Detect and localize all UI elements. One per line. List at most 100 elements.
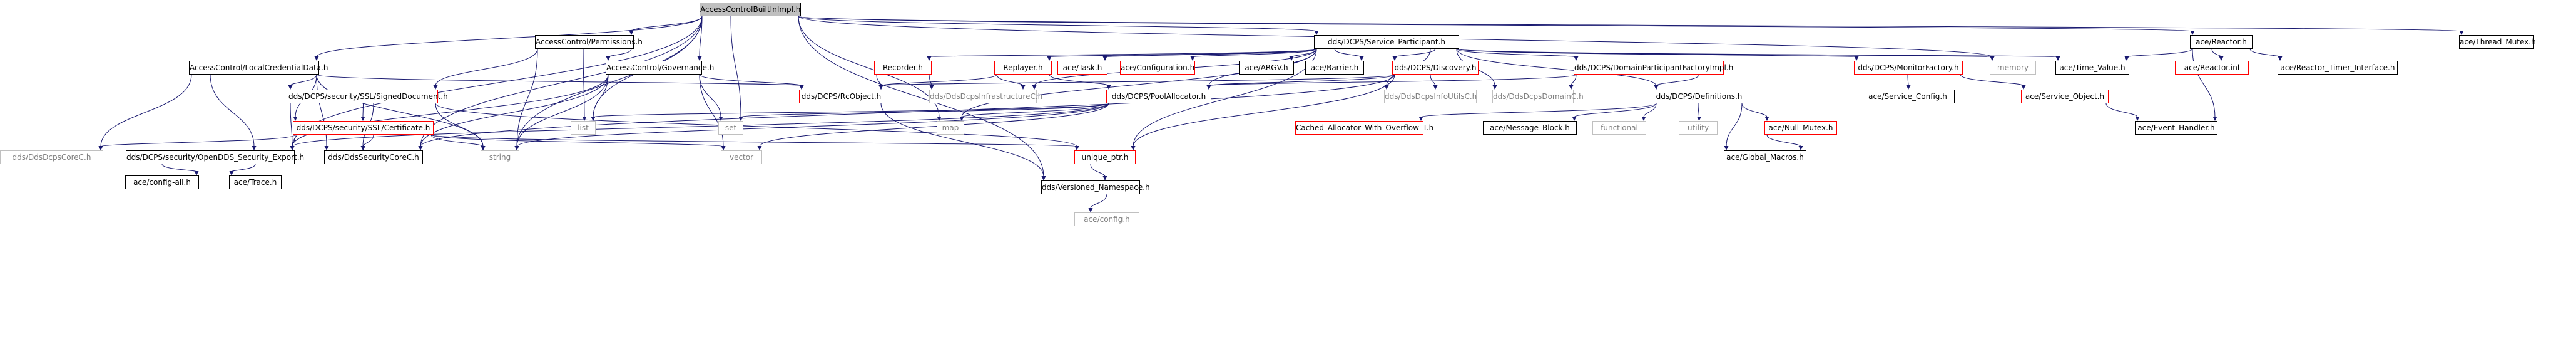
edge-definitions-to-nullmutex bbox=[1741, 103, 1768, 118]
edge-versioned-to-aceconfig bbox=[1090, 194, 1107, 209]
node-string: string bbox=[481, 150, 519, 164]
node-sp[interactable]: dds/DCPS/Service_Participant.h bbox=[1314, 35, 1459, 49]
arrowhead-ddssecexport-to-configall bbox=[194, 171, 199, 175]
edge-root-to-reactor bbox=[798, 16, 2193, 32]
arrowhead-definitions-to-cachedalloc bbox=[1418, 117, 1423, 121]
node-aceconfig: ace/config.h bbox=[1074, 212, 1139, 226]
node-reactortimer[interactable]: ace/Reactor_Timer_Interface.h bbox=[2278, 61, 2398, 75]
edge-perm-to-gov bbox=[608, 48, 632, 58]
node-recorder[interactable]: Recorder.h bbox=[874, 61, 932, 75]
node-set: set bbox=[718, 121, 743, 135]
arrowhead-signeddoc-to-cert bbox=[360, 117, 365, 121]
node-serviceobject[interactable]: ace/Service_Object.h bbox=[2021, 90, 2109, 103]
arrowhead-recorder-to-infracpp bbox=[929, 85, 934, 90]
edge-definitions-to-msgblock bbox=[1574, 103, 1657, 118]
node-cachedalloc[interactable]: Cached_Allocator_With_Overflow_T.h bbox=[1295, 121, 1433, 135]
edge-gov-to-string bbox=[516, 74, 609, 147]
arrowhead-rcobject-to-versioned bbox=[1041, 176, 1046, 180]
edge-root-to-set bbox=[730, 16, 741, 118]
edge-signeddoc-to-ddssecexport bbox=[290, 103, 293, 147]
edge-sp-to-recorder bbox=[929, 48, 1317, 58]
arrowhead-ddssecexport-to-trace bbox=[229, 171, 234, 175]
edge-root-to-lcd bbox=[316, 16, 703, 58]
arrowhead-sp-to-timevalue bbox=[2055, 56, 2060, 61]
arrowhead-sp-to-infracpp bbox=[1032, 85, 1037, 90]
node-seccore[interactable]: dds/DdsSecurityCoreC.h bbox=[324, 150, 423, 164]
node-nullmutex[interactable]: ace/Null_Mutex.h bbox=[1764, 121, 1837, 135]
arrowhead-definitions-to-utility bbox=[1697, 117, 1701, 121]
edge-lcd-to-coredcps bbox=[100, 74, 192, 147]
node-globalmacros[interactable]: ace/Global_Macros.h bbox=[1724, 150, 1806, 164]
arrowhead-sp-to-barrier bbox=[1359, 56, 1364, 61]
arrowhead-discovery-to-uniqueptr bbox=[1131, 146, 1136, 150]
edge-root-to-perm bbox=[631, 16, 703, 32]
node-config[interactable]: ace/Configuration.h bbox=[1120, 61, 1195, 75]
node-dpfimpl[interactable]: dds/DCPS/DomainParticipantFactoryImpl.h bbox=[1574, 61, 1733, 75]
edge-ddssecexport-to-trace bbox=[231, 164, 256, 172]
edge-uniqueptr-to-versioned bbox=[1090, 164, 1106, 177]
node-root: AccessControlBuiltInImpl.h bbox=[700, 3, 801, 16]
node-replayer[interactable]: Replayer.h bbox=[994, 61, 1052, 75]
edge-signeddoc-to-cert bbox=[362, 103, 364, 118]
edge-sp-to-timevalue bbox=[1456, 48, 2059, 58]
arrowhead-dpfimpl-to-poolalloc bbox=[1206, 85, 1211, 90]
arrowhead-poolalloc-to-ddssecexport bbox=[290, 146, 295, 150]
node-configall[interactable]: ace/config-all.h bbox=[125, 175, 199, 189]
node-memory: memory bbox=[1990, 61, 2036, 75]
arrowhead-cert-to-string bbox=[481, 146, 486, 150]
arrowhead-sp-to-dpfimpl bbox=[1574, 56, 1579, 61]
node-threadmutex[interactable]: ace/Thread_Mutex.h bbox=[2459, 35, 2536, 49]
node-barrier[interactable]: ace/Barrier.h bbox=[1305, 61, 1364, 75]
node-task[interactable]: ace/Task.h bbox=[1057, 61, 1107, 75]
node-lcd[interactable]: AccessControl/LocalCredentialData.h bbox=[189, 61, 328, 75]
arrowhead-monitorfactory-to-serviceconfig bbox=[1906, 85, 1911, 90]
arrowhead-lcd-to-seccore bbox=[324, 146, 329, 150]
edge-gov-to-vector bbox=[699, 74, 724, 147]
edge-nullmutex-to-globalmacros bbox=[1766, 134, 1801, 147]
node-perm[interactable]: AccessControl/Permissions.h bbox=[535, 35, 643, 49]
node-utility: utility bbox=[1679, 121, 1718, 135]
arrowhead-root-to-threadmutex bbox=[2459, 31, 2464, 35]
node-signeddoc[interactable]: dds/DCPS/security/SSL/SignedDocument.h bbox=[288, 90, 448, 103]
node-msgblock[interactable]: ace/Message_Block.h bbox=[1483, 121, 1577, 135]
edge-lcd-to-signeddoc bbox=[290, 74, 317, 86]
node-cert[interactable]: dds/DCPS/security/SSL/Certificate.h bbox=[293, 121, 434, 135]
node-discovery[interactable]: dds/DCPS/Discovery.h bbox=[1392, 61, 1479, 75]
edge-discovery-to-infoutils bbox=[1430, 74, 1436, 86]
edge-sp-to-barrier bbox=[1334, 48, 1362, 58]
arrowhead-monitorfactory-to-serviceobject bbox=[2021, 85, 2026, 90]
node-gov[interactable]: AccessControl/Governance.h bbox=[606, 61, 714, 75]
arrowhead-sp-to-argv bbox=[1289, 56, 1294, 61]
node-timevalue[interactable]: ace/Time_Value.h bbox=[2055, 61, 2129, 75]
edge-discovery-to-uniqueptr bbox=[1133, 74, 1395, 147]
node-poolalloc[interactable]: dds/DCPS/PoolAllocator.h bbox=[1106, 90, 1211, 103]
arrowhead-definitions-to-msgblock bbox=[1572, 117, 1577, 121]
node-monitorfactory[interactable]: dds/DCPS/MonitorFactory.h bbox=[1854, 61, 1963, 75]
edge-perm-to-signeddoc bbox=[435, 48, 538, 86]
arrowhead-lcd-to-ddssecexport bbox=[252, 146, 257, 150]
arrowhead-perm-to-signeddoc bbox=[433, 85, 438, 90]
node-definitions[interactable]: dds/DCPS/Definitions.h bbox=[1654, 90, 1744, 103]
node-trace[interactable]: ace/Trace.h bbox=[229, 175, 282, 189]
arrowhead-nullmutex-to-globalmacros bbox=[1798, 146, 1803, 150]
arrowhead-discovery-to-seccore bbox=[418, 146, 423, 150]
edge-root-to-threadmutex bbox=[798, 16, 2462, 32]
node-uniqueptr[interactable]: unique_ptr.h bbox=[1074, 150, 1136, 164]
arrowhead-sp-to-monitorfactory bbox=[1854, 56, 1859, 61]
arrowhead-poolalloc-to-set bbox=[738, 117, 743, 121]
node-reactorinl[interactable]: ace/Reactor.inl bbox=[2175, 61, 2249, 75]
edge-root-to-versioned bbox=[798, 16, 1044, 177]
node-ddssecexport[interactable]: dds/DCPS/security/OpenDDS_Security_Expor… bbox=[126, 150, 304, 164]
node-rcobject[interactable]: dds/DCPS/RcObject.h bbox=[799, 90, 883, 103]
node-serviceconfig[interactable]: ace/Service_Config.h bbox=[1861, 90, 1955, 103]
edge-root-to-gov bbox=[699, 16, 703, 58]
edge-root-to-seccore bbox=[420, 16, 703, 147]
node-argv[interactable]: ace/ARGV.h bbox=[1239, 61, 1294, 75]
edge-recorder-to-infracpp bbox=[929, 74, 932, 86]
node-versioned[interactable]: dds/Versioned_Namespace.h bbox=[1041, 180, 1150, 194]
edge-sp-to-definitions bbox=[1456, 48, 1657, 86]
edge-dpfimpl-to-domainc bbox=[1571, 74, 1577, 86]
arrowhead-discovery-to-infoutils bbox=[1433, 85, 1438, 90]
node-eventhandler[interactable]: ace/Event_Handler.h bbox=[2135, 121, 2217, 135]
node-reactor[interactable]: ace/Reactor.h bbox=[2190, 35, 2253, 49]
